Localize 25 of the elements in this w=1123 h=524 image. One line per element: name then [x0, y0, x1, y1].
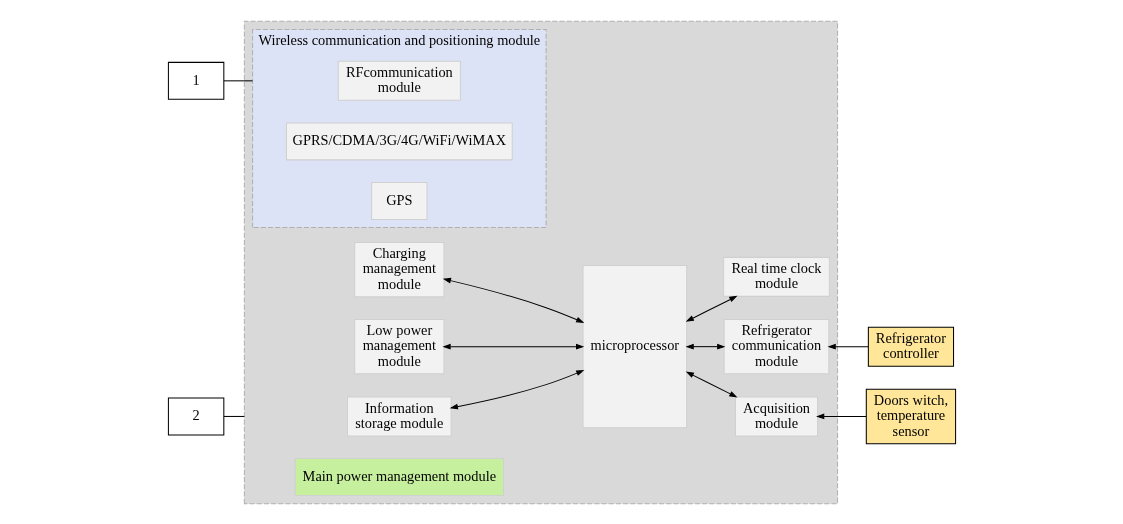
- node-box: Main power management module: [294, 457, 504, 496]
- arrow: [685, 371, 737, 397]
- node-box: GPRS/CDMA/3G/4G/WiFi/WiMAX: [285, 121, 513, 160]
- node-box: Refrigerator controller: [867, 326, 954, 367]
- node-box: 1: [167, 61, 224, 100]
- node-box: Real time clock module: [722, 256, 830, 297]
- node-box: GPS: [370, 181, 428, 220]
- node-box: Refrigerator communication module: [723, 318, 829, 374]
- connector: [222, 415, 245, 417]
- node-box: RFcommunication module: [337, 60, 461, 101]
- arrow: [827, 343, 869, 350]
- connector: [222, 79, 253, 81]
- node-box: 2: [167, 396, 224, 435]
- arrow: [685, 295, 737, 322]
- node-box: Charging management module: [353, 241, 444, 297]
- arrow: [449, 369, 584, 409]
- node-box: Information storage module: [346, 395, 452, 436]
- node-box: microprocessor: [582, 264, 687, 428]
- arrow: [815, 413, 867, 419]
- arrow: [442, 277, 584, 323]
- arrow: [685, 343, 725, 350]
- node-box: Doors witch, temperature sensor: [865, 388, 956, 444]
- node-box: Acquisition module: [734, 395, 818, 436]
- arrow: [441, 343, 584, 350]
- node-box: Low power management module: [353, 318, 444, 374]
